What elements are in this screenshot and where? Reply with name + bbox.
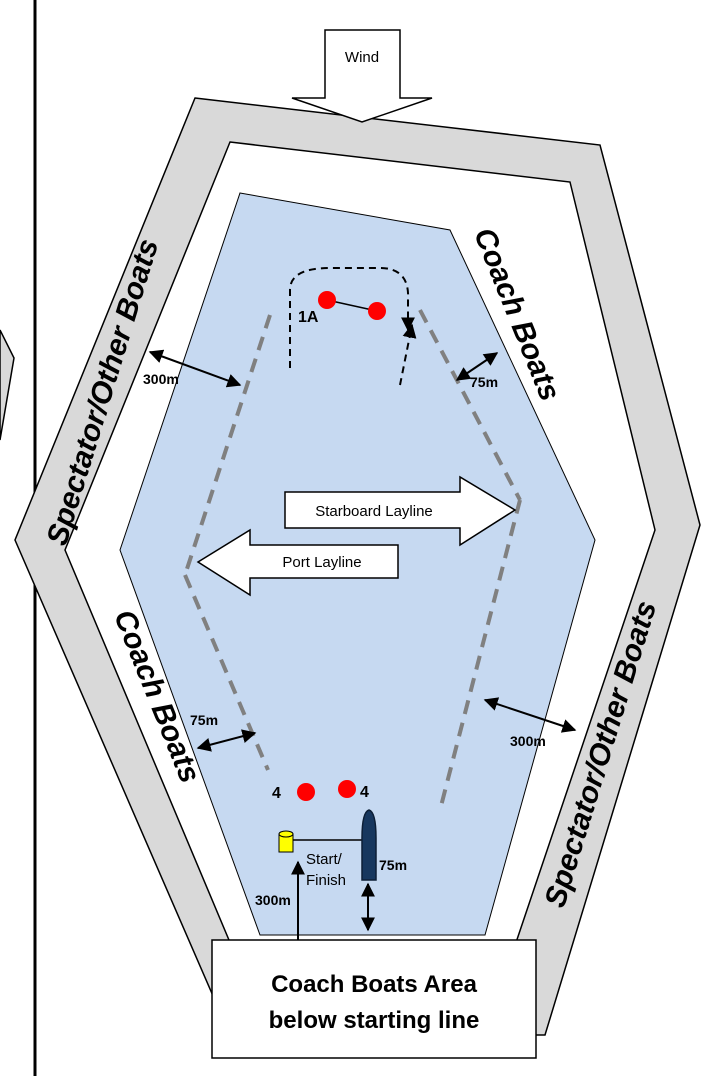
- distance-label-left-upper: 300m: [143, 371, 179, 387]
- wind-arrow: [291, 29, 433, 123]
- port-layline-label: Port Layline: [282, 554, 361, 571]
- distance-arrow-right-lower: [483, 697, 577, 733]
- distance-arrow-right-upper: [455, 352, 499, 381]
- distance-label-start-right: 75m: [379, 857, 407, 873]
- leeward-mark-right-label: 4: [360, 784, 369, 801]
- coach-area-line-2: below starting line: [269, 1007, 480, 1034]
- pin-buoy: [278, 830, 294, 853]
- distance-label-right-upper: 75m: [470, 374, 498, 390]
- approach-path: [399, 323, 417, 386]
- rounding-path: [289, 267, 415, 368]
- windward-mark-1a: [368, 302, 386, 320]
- windward-mark-1: [318, 291, 336, 309]
- distance-arrow-left-lower: [196, 729, 257, 752]
- start-finish-label-1: Start/: [306, 851, 343, 868]
- windward-mark-label: 1A: [298, 309, 319, 326]
- laylines-dashed: [183, 309, 522, 811]
- distance-label-right-lower: 300m: [510, 733, 546, 749]
- leeward-mark-left: [297, 783, 315, 801]
- distance-label-left-lower: 75m: [190, 712, 218, 728]
- starboard-layline-arrow: [284, 475, 517, 547]
- leeward-mark-left-label: 4: [272, 785, 281, 802]
- coach-area-line-1: Coach Boats Area: [271, 971, 477, 998]
- committee-boat: [361, 809, 377, 881]
- distance-label-start-left: 300m: [255, 892, 291, 908]
- leeward-mark-right: [338, 780, 356, 798]
- distance-arrow-left-upper: [148, 349, 242, 388]
- coach-area-box: [211, 939, 537, 1059]
- partial-shape-left: [0, 329, 15, 441]
- wind-label: Wind: [345, 49, 379, 66]
- start-finish-label-2: Finish: [306, 872, 346, 889]
- starboard-layline-label: Starboard Layline: [315, 503, 433, 520]
- port-layline-arrow: [196, 528, 399, 597]
